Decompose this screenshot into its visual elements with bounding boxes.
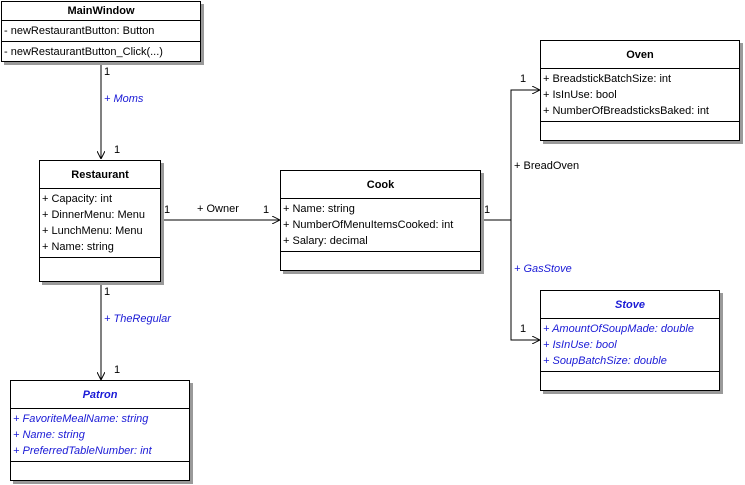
attribute-row: + IsInUse: bool [543, 339, 617, 351]
operation-list [11, 462, 189, 478]
attribute-row: + LunchMenu: Menu [42, 225, 143, 237]
class-restaurant[interactable]: Restaurant + Capacity: int + DinnerMenu:… [39, 160, 161, 282]
attribute-row: - newRestaurantButton: Button [4, 25, 155, 37]
attribute-row: + FavoriteMealName: string [13, 413, 149, 425]
attribute-row: + Salary: decimal [283, 235, 368, 247]
attribute-row: + NumberOfMenuItemsCooked: int [283, 219, 454, 231]
attribute-list: + Name: string + NumberOfMenuItemsCooked… [281, 199, 480, 252]
attribute-list: + Capacity: int + DinnerMenu: Menu + Lun… [40, 189, 160, 258]
bread-oven-source-multiplicity: 1 [484, 204, 491, 216]
class-cook[interactable]: Cook + Name: string + NumberOfMenuItemsC… [280, 170, 481, 271]
class-patron[interactable]: Patron + FavoriteMealName: string + Name… [10, 380, 190, 481]
class-title: Cook [281, 171, 480, 199]
attribute-row: + BreadstickBatchSize: int [543, 73, 672, 85]
gas-stove-target-multiplicity: 1 [520, 323, 527, 335]
attribute-row: + Name: string [283, 203, 355, 215]
attribute-list: - newRestaurantButton: Button [2, 21, 200, 42]
attribute-list: + AmountOfSoupMade: double + IsInUse: bo… [541, 319, 719, 372]
attribute-row: + DinnerMenu: Menu [42, 209, 146, 221]
gas-stove-association-line [510, 220, 540, 340]
class-main-window[interactable]: MainWindow - newRestaurantButton: Button… [1, 1, 201, 62]
class-title: Patron [11, 381, 189, 409]
operation-list: - newRestaurantButton_Click(...) [2, 42, 200, 60]
class-title: Restaurant [40, 161, 160, 189]
owner-target-multiplicity: 1 [263, 204, 270, 216]
gas-stove-role-label: + GasStove [514, 263, 572, 275]
moms-role-label: + Moms [104, 93, 144, 105]
attribute-list: + FavoriteMealName: string + Name: strin… [11, 409, 189, 462]
attribute-row: + PreferredTableNumber: int [13, 445, 152, 457]
operation-list [281, 252, 480, 268]
class-title: Stove [541, 291, 719, 319]
operation-list [40, 258, 160, 274]
class-stove[interactable]: Stove + AmountOfSoupMade: double + IsInU… [540, 290, 720, 391]
operation-list [541, 122, 739, 138]
attribute-row: + AmountOfSoupMade: double [543, 323, 694, 335]
attribute-list: + BreadstickBatchSize: int + IsInUse: bo… [541, 69, 739, 122]
the-regular-source-multiplicity: 1 [104, 286, 111, 298]
moms-source-multiplicity: 1 [104, 66, 111, 78]
bread-oven-association-line [481, 90, 540, 221]
the-regular-target-multiplicity: 1 [114, 364, 121, 376]
attribute-row: + IsInUse: bool [543, 89, 617, 101]
attribute-row: + SoupBatchSize: double [543, 355, 667, 367]
attribute-row: + Name: string [42, 241, 114, 253]
bread-oven-role-label: + BreadOven [514, 160, 580, 172]
attribute-row: + NumberOfBreadsticksBaked: int [543, 105, 709, 117]
attribute-row: + Name: string [13, 429, 85, 441]
attribute-row: + Capacity: int [42, 193, 113, 205]
owner-source-multiplicity: 1 [164, 204, 171, 216]
class-title: MainWindow [2, 2, 200, 21]
the-regular-role-label: + TheRegular [104, 313, 171, 325]
class-oven[interactable]: Oven + BreadstickBatchSize: int + IsInUs… [540, 40, 740, 141]
operation-row: - newRestaurantButton_Click(...) [4, 46, 163, 58]
moms-target-multiplicity: 1 [114, 144, 121, 156]
class-title: Oven [541, 41, 739, 69]
operation-list [541, 372, 719, 388]
bread-oven-target-multiplicity: 1 [520, 73, 527, 85]
owner-role-label: + Owner [197, 203, 239, 215]
